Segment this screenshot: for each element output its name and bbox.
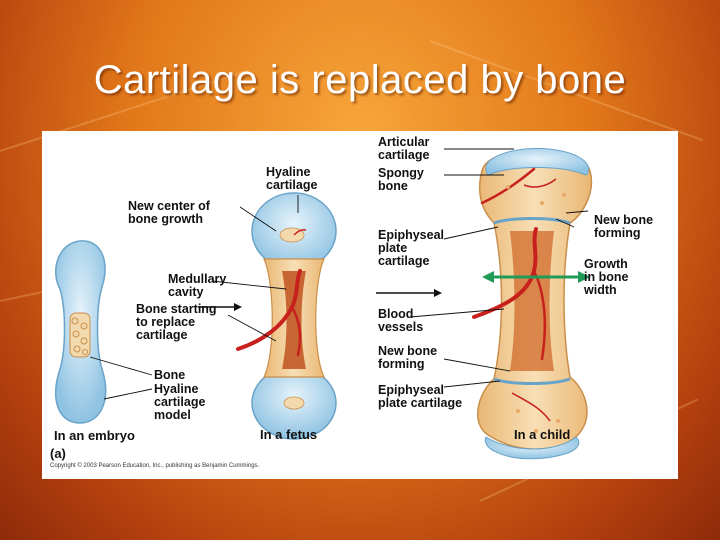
stage-label-embryo: In an embryo	[54, 428, 135, 443]
label-epiphyseal-plate-cartilage-bottom: Epiphyseal plate cartilage	[378, 383, 463, 410]
slide-title: Cartilage is replaced by bone	[93, 58, 627, 102]
growth-width-arrow	[482, 271, 590, 283]
fetus-bone	[236, 192, 337, 440]
bone-growth-illustration	[55, 148, 593, 460]
progression-arrows	[198, 289, 442, 311]
label-epiphyseal-plate-cartilage: Epiphyseal plate cartilage	[378, 228, 444, 268]
label-hyaline-cartilage: Hyaline cartilage	[266, 165, 318, 192]
copyright-notice: Copyright © 2003 Pearson Education, Inc.…	[50, 463, 260, 469]
label-bone-starting-to-replace-cartilage: Bone starting to replace cartilage	[136, 302, 217, 342]
label-leader-lines	[89, 148, 589, 400]
label-hyaline-cartilage-model: Hyaline cartilage model	[154, 382, 206, 422]
label-blood-vessels: Blood vessels	[378, 307, 424, 334]
label-spongy-bone: Spongy bone	[378, 166, 424, 193]
stage-label-child: In a child	[514, 427, 571, 442]
label-growth-in-bone-width: Growth in bone width	[584, 257, 629, 297]
label-new-bone-forming-mid: New bone forming	[378, 344, 438, 371]
label-medullary-cavity: Medullary cavity	[168, 272, 227, 299]
bone-growth-figure: Articular cartilage Spongy bone Hyaline …	[42, 131, 678, 479]
child-bone	[472, 148, 593, 460]
stage-label-fetus: In a fetus	[260, 427, 318, 442]
label-new-bone-forming-top: New bone forming	[594, 213, 654, 240]
embryo-cartilage-model	[55, 240, 107, 424]
label-bone: Bone	[154, 368, 186, 382]
label-new-center-of-bone-growth: New center of bone growth	[128, 199, 210, 226]
label-articular-cartilage: Articular cartilage	[378, 135, 430, 162]
panel-letter: (a)	[50, 446, 66, 461]
